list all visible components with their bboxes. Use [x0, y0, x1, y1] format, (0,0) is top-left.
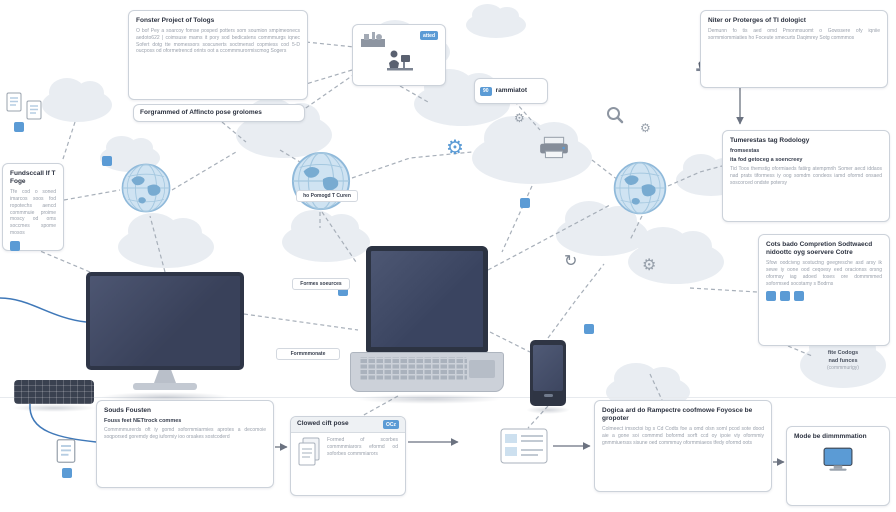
callout-body: Colmeect imsoctoi bg s Cd Codts foe a om…	[602, 426, 764, 446]
callout-body: Tid Toos themstig oformiaeds fatiirg ate…	[730, 166, 882, 186]
blue-chip-icon	[62, 468, 72, 478]
callout-left-edge: Fundsccall If T Foge Tfe cod o soned ima…	[2, 163, 64, 251]
callout-subtitle: ita fod getoceg a soencreey	[730, 157, 803, 164]
blue-chip-icon	[10, 240, 20, 251]
callout-title: Fundsccall If T Foge	[10, 170, 56, 186]
cloud-shape	[472, 116, 592, 184]
callout-subtitle: fromsestas	[730, 148, 760, 155]
gear-icon: ⚙	[642, 257, 657, 274]
label-formes-sources: Formes soeurces	[292, 278, 350, 290]
callout-top-left: Fonster Project of Tologs O bof Pey a so…	[128, 10, 308, 100]
callout-body: Tfe cod o soned imarcos soos fod ropotec…	[10, 189, 56, 236]
callout-title: Cots bado Compretion Sodtwaecd nidoottc …	[766, 241, 873, 257]
cloud-shape	[100, 135, 160, 172]
document-stack-icon	[298, 437, 322, 467]
smartphone-home-button	[543, 394, 553, 397]
callout-title: Mode be dimmmmation	[794, 433, 867, 440]
callout-bottom-mid-right: Dogica ard do Rampectre coofmowe Foyosce…	[594, 400, 772, 492]
cloud-label-line: (commmurigy)	[827, 365, 859, 372]
keyboard-illustration	[14, 380, 94, 404]
globe-icon	[612, 160, 668, 216]
document-icon	[26, 100, 42, 120]
document-icon	[6, 92, 22, 112]
gear-icon: ⚙	[640, 121, 651, 135]
ocz-chip: OCz	[383, 420, 399, 429]
refresh-icon: ↻	[564, 253, 578, 270]
globe-icon	[120, 162, 172, 214]
callout-top-right: Niter or Proterges of TI dologict Demunn…	[700, 10, 888, 88]
laptop-screen	[366, 246, 488, 352]
monitor-base	[133, 383, 197, 390]
callout-subtitle: Fouss feet NETtrock commes	[104, 418, 182, 425]
machine-icon	[360, 31, 386, 49]
smartphone-illustration	[530, 340, 566, 406]
printer-icon	[538, 136, 570, 160]
monitor-screen	[86, 272, 244, 370]
desktop-monitor-illustration	[86, 272, 244, 396]
laptop-base	[350, 352, 504, 392]
cloud-shape	[118, 213, 214, 268]
callout-bottom-right: Mode be dimmmmation	[786, 426, 890, 506]
document-icon	[56, 438, 76, 464]
laptop-keyboard	[359, 357, 467, 381]
callout-programmed-bar: Forgrammed of Affincto pose grolomes	[133, 104, 305, 122]
smartphone-screen	[533, 345, 563, 391]
blue-chip-icon	[584, 324, 594, 334]
callout-top-center: atted	[352, 24, 446, 86]
cloud-label-line: nad funces	[828, 357, 858, 364]
tablet-list-icon	[500, 428, 548, 464]
monitor-shadow	[100, 392, 230, 402]
callout-body: Formed of scorbes commmmiarors eformd od…	[327, 437, 398, 457]
mini-monitor-icon	[823, 447, 853, 473]
callout-title: Souds Fousten	[104, 407, 151, 414]
atted-chip: atted	[420, 31, 438, 40]
laptop-shadow	[356, 394, 502, 404]
blue-chip-icon	[14, 122, 24, 132]
right-cloud-label: fite Codogs nad funces (commmurigy)	[804, 350, 882, 372]
callout-bottom-center: Clowed cift pose OCz Formed of scorbes c…	[290, 416, 406, 496]
callout-body: Sfow oodcivng sostuctng geegresche asd a…	[766, 260, 882, 287]
callout-body: Commmmurerds oft iy gomd soformmiarmies …	[104, 427, 266, 441]
callout-body: Demunn fo tis aed omd Pmonmsuomt o Gowss…	[708, 28, 880, 41]
callout-header: Clowed cift pose OCz	[291, 417, 405, 433]
globe-icon	[290, 150, 352, 212]
blue-chip-icon	[766, 291, 776, 302]
callout-bottom-left: Souds Fousten Fouss feet NETtrock commes…	[96, 400, 274, 488]
magnifier-icon	[606, 106, 624, 124]
callout-title: Dogica ard do Rampectre coofmowe Foyosce…	[602, 407, 753, 423]
laptop-trackpad	[469, 360, 495, 378]
callout-title: Niter or Proterges of TI dologict	[708, 17, 806, 24]
cloud-shape	[282, 210, 370, 262]
callout-right-mid: Tumerestas tag Rodology fromsestas ita f…	[722, 130, 890, 222]
cloud-shape	[466, 4, 526, 38]
blue-chip-icon	[338, 286, 348, 296]
callout-title: Fonster Project of Tologs	[136, 17, 215, 24]
blue-chip-icon	[794, 291, 804, 302]
phone-shadow	[526, 406, 570, 414]
callout-title: Clowed cift pose	[297, 420, 349, 428]
callout-right-low: Cots bado Compretion Sodtwaecd nidoottc …	[758, 234, 890, 346]
callout-title: Forgrammed of Affincto pose grolomes	[140, 109, 262, 116]
blue-chip-icon	[520, 198, 530, 208]
callout-rammiatot: 90 rammiatot	[474, 78, 548, 104]
callout-body: O bof Pey a soarcoy fomse posped potters…	[136, 28, 300, 55]
gear-icon: ⚙	[514, 111, 525, 125]
person-at-desk-icon	[382, 49, 416, 75]
blue-chip-icon	[102, 156, 112, 166]
ninety-chip: 90	[480, 86, 492, 96]
gear-icon: ⚙	[446, 137, 464, 159]
callout-title: Tumerestas tag Rodology	[730, 137, 810, 144]
callout-title: rammiatot	[495, 86, 527, 94]
label-curem: ho Pomogd T Curen	[296, 190, 358, 202]
cloud-label-line: fite Codogs	[827, 350, 859, 356]
floor-line	[0, 397, 896, 398]
blue-chip-icon	[780, 291, 790, 302]
cloud-shape	[42, 77, 112, 122]
monitor-stand	[154, 370, 176, 383]
cloud-shape	[628, 226, 724, 284]
label-formmonate: Formmmonate	[276, 348, 340, 360]
keyboard-shadow	[12, 404, 96, 412]
